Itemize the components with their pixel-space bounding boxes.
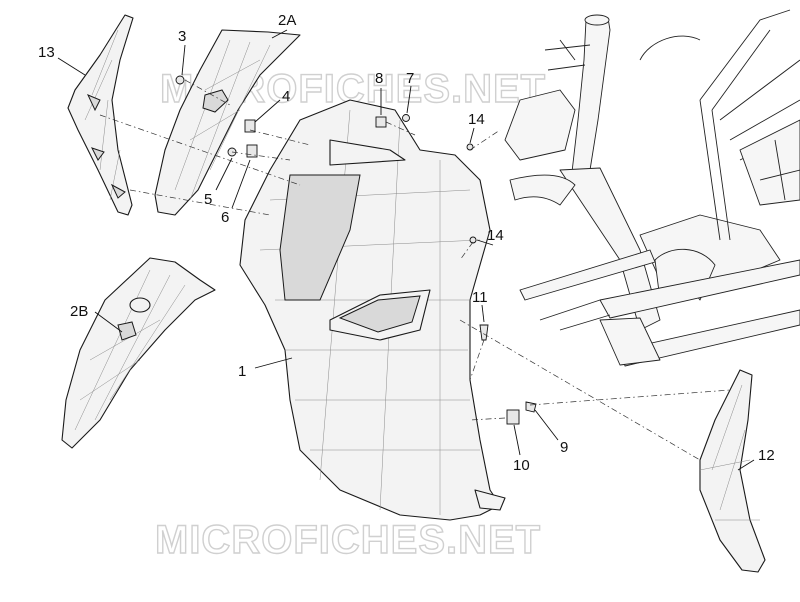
part-12-right-trim xyxy=(699,369,766,573)
callout-14-lower: 14 xyxy=(487,227,504,244)
callout-3: 3 xyxy=(178,28,186,45)
part-11-screw xyxy=(479,324,489,341)
part-3-screw xyxy=(175,75,185,85)
callout-labels: 13 3 2A 4 5 6 8 7 14 14 11 1 2B 9 10 12 xyxy=(38,12,775,474)
part-4-clip xyxy=(244,119,256,133)
watermark-bottom: MICROFICHES.NET xyxy=(155,518,541,562)
callout-2a: 2A xyxy=(278,12,296,29)
part-8-clip xyxy=(375,116,387,128)
callout-5: 5 xyxy=(204,191,212,208)
callout-1: 1 xyxy=(238,363,246,380)
callout-12: 12 xyxy=(758,447,775,464)
callout-6: 6 xyxy=(221,209,229,226)
callout-13: 13 xyxy=(38,44,55,61)
scooter-frame xyxy=(504,9,800,367)
part-2a-upper-cover xyxy=(154,29,301,216)
part-6-clip xyxy=(246,144,258,158)
callout-8: 8 xyxy=(375,70,383,87)
callout-14-upper: 14 xyxy=(468,111,485,128)
callout-7: 7 xyxy=(406,70,414,87)
alignment-lines xyxy=(99,79,731,461)
part-1-front-shield xyxy=(239,99,506,521)
callout-4: 4 xyxy=(282,88,290,105)
part-2b-lower-cover xyxy=(61,257,216,449)
callout-11: 11 xyxy=(472,289,488,306)
callout-2b: 2B xyxy=(70,303,88,320)
callout-9: 9 xyxy=(560,439,568,456)
part-14b-screw xyxy=(469,236,477,244)
part-7-screw xyxy=(402,114,410,122)
callout-10: 10 xyxy=(513,457,530,474)
leader-lines xyxy=(57,29,755,471)
part-10-clip xyxy=(506,409,520,425)
part-14a-screw xyxy=(466,143,474,151)
part-9-screw xyxy=(525,401,537,413)
